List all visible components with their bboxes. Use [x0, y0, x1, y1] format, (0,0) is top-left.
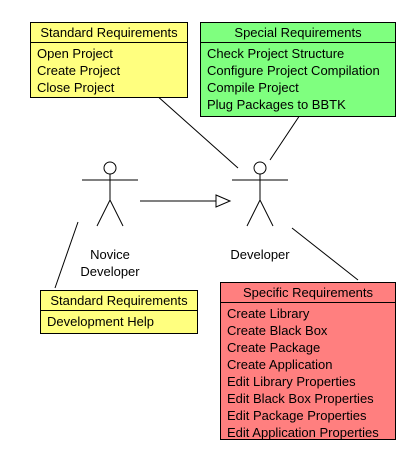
- specific-requirements-box: Specific Requirements Create Library Cre…: [220, 282, 396, 440]
- requirement-item: Create Black Box: [227, 323, 328, 338]
- standard-requirements-list: Open Project Create Project Close Projec…: [31, 43, 187, 98]
- generalization-arrow-head: [215, 194, 232, 208]
- novice-developer-label: Novice Developer: [70, 246, 150, 280]
- standard-requirements-help-box: Standard Requirements Development Help: [40, 290, 198, 334]
- novice-actor-head: [103, 161, 117, 175]
- requirement-item: Create Project: [37, 63, 121, 78]
- assoc-line-special-developer: [269, 114, 301, 161]
- requirement-item: Create Application: [227, 357, 333, 372]
- requirement-item: Close Project: [37, 80, 115, 95]
- requirement-item: Check Project Structure: [207, 46, 345, 61]
- requirement-item: Edit Library Properties: [227, 374, 356, 389]
- requirement-item: Open Project: [37, 46, 113, 61]
- developer-label: Developer: [230, 247, 290, 262]
- developer-actor-figure: [232, 161, 288, 227]
- developer-actor-leg-left: [246, 199, 261, 227]
- requirement-item: Create Package: [227, 340, 321, 355]
- assoc-line-developer-specific: [291, 227, 359, 281]
- assoc-line-novice-help: [54, 221, 79, 289]
- requirement-item: Edit Black Box Properties: [227, 391, 374, 406]
- novice-actor-leg-left: [96, 199, 111, 227]
- requirement-item: Plug Packages to BBTK: [207, 97, 346, 112]
- special-requirements-box: Special Requirements Check Project Struc…: [200, 22, 396, 117]
- specific-requirements-title: Specific Requirements: [221, 283, 395, 303]
- developer-actor-leg-right: [259, 199, 274, 227]
- requirement-item: Configure Project Compilation: [207, 63, 380, 78]
- novice-label-line1: Novice: [90, 247, 130, 262]
- requirement-item: Development Help: [47, 314, 154, 329]
- developer-actor-head: [253, 161, 267, 175]
- novice-actor-leg-right: [109, 199, 124, 227]
- requirement-item: Create Library: [227, 306, 310, 321]
- standard-requirements-title: Standard Requirements: [31, 23, 187, 43]
- novice-actor-figure: [82, 161, 138, 227]
- novice-label-line2: Developer: [80, 264, 140, 279]
- special-requirements-list: Check Project Structure Configure Projec…: [201, 43, 395, 115]
- requirement-item: Compile Project: [207, 80, 299, 95]
- specific-requirements-list: Create Library Create Black Box Create P…: [221, 303, 395, 443]
- requirement-item: Edit Application Properties: [227, 425, 379, 440]
- standard-requirements-help-list: Development Help: [41, 311, 197, 332]
- requirement-item: Edit Package Properties: [227, 408, 367, 423]
- standard-requirements-box: Standard Requirements Open Project Creat…: [30, 22, 188, 98]
- special-requirements-title: Special Requirements: [201, 23, 395, 43]
- standard-requirements-help-title: Standard Requirements: [41, 291, 197, 311]
